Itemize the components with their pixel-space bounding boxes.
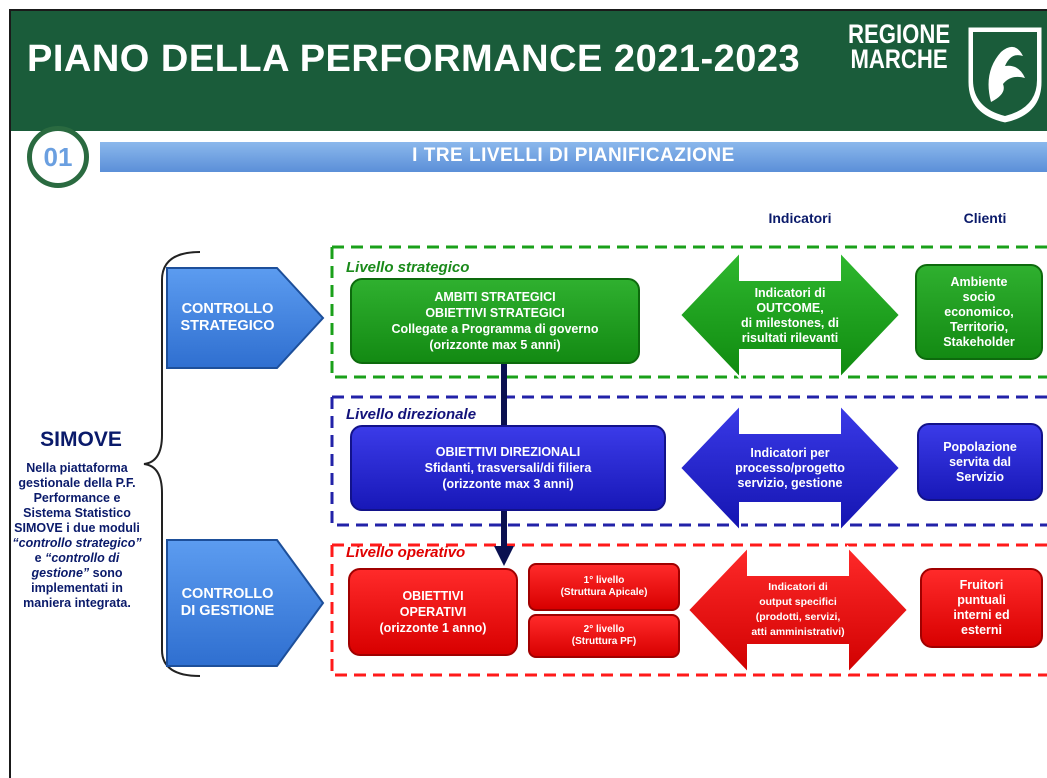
controllo-gestione-arrow xyxy=(166,539,325,667)
level-frames xyxy=(330,245,1047,677)
region-emblem-icon xyxy=(965,24,1045,126)
page-title: PIANO DELLA PERFORMANCE 2021-2023 xyxy=(27,38,801,80)
obiettivi-strategici-box: AMBITI STRATEGICI OBIETTIVI STRATEGICI C… xyxy=(350,278,640,364)
indicatori-operativi-arrow xyxy=(686,545,910,675)
level-label-operativo: Livello operativo xyxy=(346,544,466,561)
level-label-direzionale: Livello direzionale xyxy=(346,406,477,423)
controllo-strategico-arrow xyxy=(166,267,325,369)
indicatori-direzionali-arrow xyxy=(678,403,902,533)
header-bar xyxy=(11,11,1047,131)
section-number-badge: 01 xyxy=(27,126,89,188)
primo-livello-box: 1° livello (Struttura Apicale) xyxy=(528,563,680,611)
section-bar xyxy=(100,142,1047,172)
indicatori-operativi-text: Indicatori di output specifici (prodotti… xyxy=(751,581,845,638)
indicatori-strategici-arrow xyxy=(678,250,902,380)
slide-frame xyxy=(9,9,1047,778)
left-brace xyxy=(143,251,201,677)
simove-title: SIMOVE xyxy=(40,428,122,451)
simove-description: Nella piattaforma gestionale della P.F. … xyxy=(12,461,142,610)
controllo-gestione-label: CONTROLLO DI GESTIONE xyxy=(180,586,275,619)
controllo-strategico-label: CONTROLLO STRATEGICO xyxy=(180,301,275,334)
secondo-livello-box: 2° livello (Struttura PF) xyxy=(528,614,680,658)
indicatori-strategici-text: Indicatori di OUTCOME, di milestones, di… xyxy=(741,286,839,345)
clienti-direzionali-box: Popolazione servita dal Servizio xyxy=(917,423,1043,501)
obiettivi-operativi-box: OBIETTIVI OPERATIVI (orizzonte 1 anno) xyxy=(348,568,518,656)
indicatori-direzionali-text: Indicatori per processo/progetto servizi… xyxy=(735,445,845,490)
clienti-strategici-box: Ambiente socio economico, Territorio, St… xyxy=(915,264,1043,360)
section-title: I TRE LIVELLI DI PIANIFICAZIONE xyxy=(412,145,735,166)
level-label-strategico: Livello strategico xyxy=(346,259,470,276)
obiettivi-direzionali-box: OBIETTIVI DIREZIONALI Sfidanti, trasvers… xyxy=(350,425,666,511)
clienti-operativi-box: Fruitori puntuali interni ed esterni xyxy=(920,568,1043,648)
region-logo-text: REGIONE MARCHE xyxy=(848,19,951,74)
column-header-indicatori: Indicatori xyxy=(768,210,832,226)
column-header-clienti: Clienti xyxy=(963,210,1007,226)
